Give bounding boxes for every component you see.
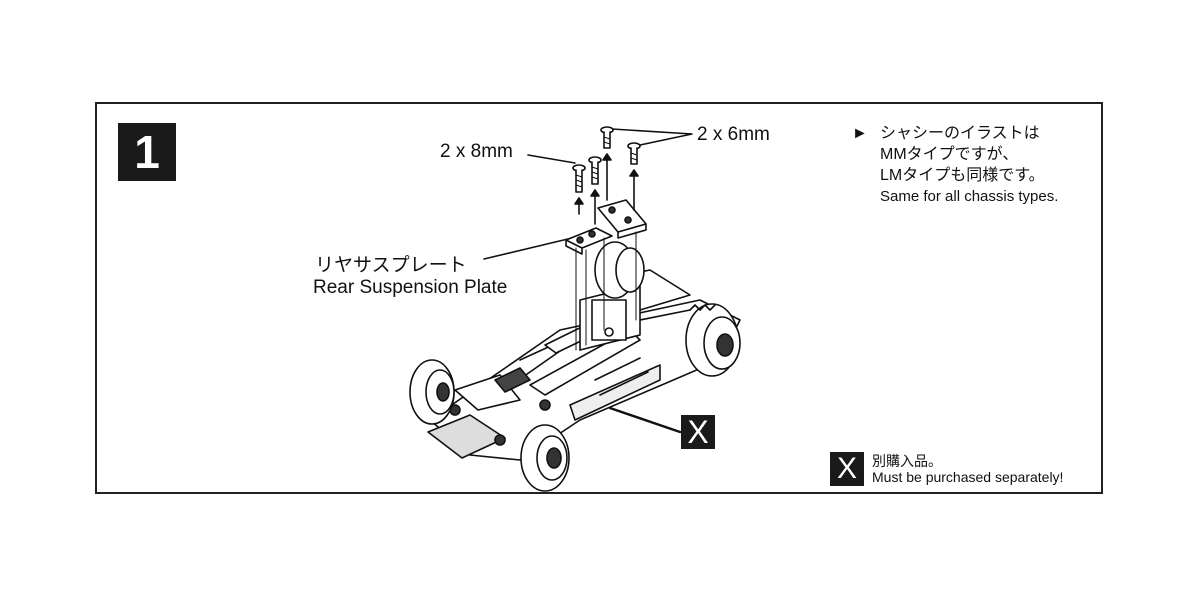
wheel-rear-right <box>685 303 741 377</box>
rear-suspension-plate-label-jp: リヤサスプレート <box>315 255 467 276</box>
step-number-badge: 1 <box>118 123 176 181</box>
wheel-rear-left <box>594 241 645 299</box>
leader-line-plate <box>483 237 573 260</box>
separate-purchase-marker-icon: X <box>681 414 715 450</box>
screw-6mm-a <box>600 126 614 201</box>
bullet-arrow-icon: ► <box>852 125 868 142</box>
rear-suspension-plate-right <box>597 199 647 233</box>
wheel-front-right <box>520 424 570 492</box>
note-line-4: Same for all chassis types. <box>880 188 1059 205</box>
screw-8mm-label: 2 x 8mm <box>440 141 513 162</box>
rear-suspension-plate-left <box>565 227 613 249</box>
wheel-front-left <box>409 359 455 425</box>
legend-text-en: Must be purchased separately! <box>872 469 1064 485</box>
note-line-1: シャシーのイラストは <box>880 125 1040 142</box>
leader-line-x <box>608 406 682 434</box>
note-line-2: MMタイプですが、 <box>880 146 1019 163</box>
screw-6mm-label: 2 x 6mm <box>697 124 770 145</box>
screw-6mm-b <box>627 142 641 211</box>
leader-line-6mm <box>611 128 693 146</box>
screw-8mm-a <box>572 164 586 215</box>
note-line-3: LMタイプも同様です。 <box>880 167 1045 184</box>
legend-x-icon: X <box>830 452 864 486</box>
leader-line-8mm <box>527 154 576 164</box>
screw-8mm-b <box>588 156 602 225</box>
instruction-frame <box>95 102 1103 494</box>
rear-suspension-plate-label-en: Rear Suspension Plate <box>313 277 508 298</box>
legend-text-jp: 別購入品。 <box>872 453 942 469</box>
